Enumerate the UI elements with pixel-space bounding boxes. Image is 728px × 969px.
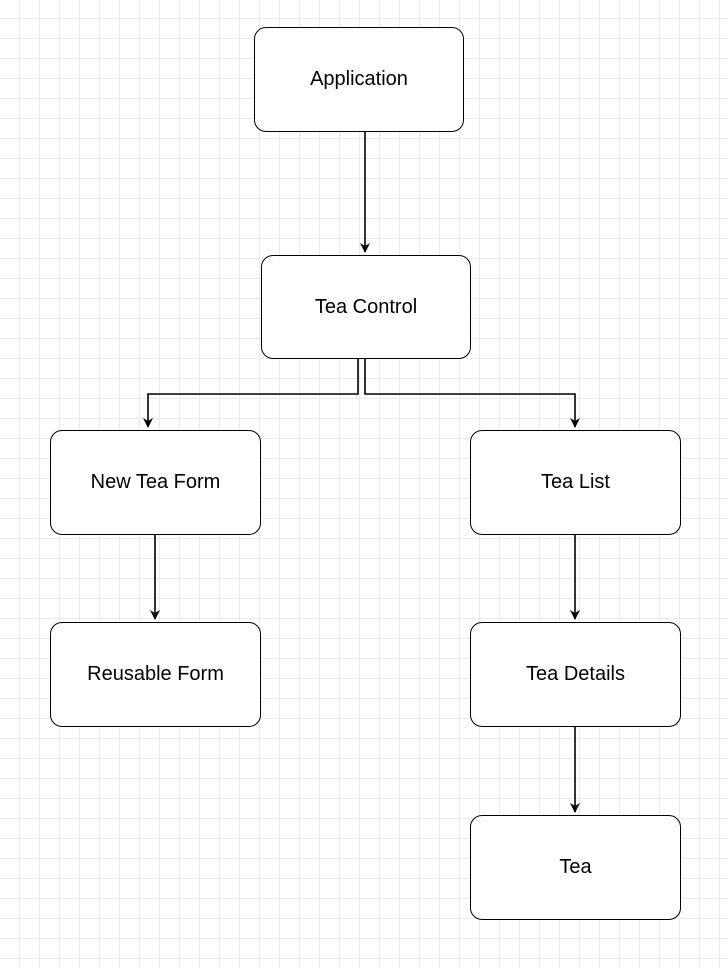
edge-tea-control-to-new-tea-form: [143, 359, 359, 428]
node-label: New Tea Form: [90, 471, 221, 493]
node-label: Tea: [559, 856, 592, 878]
node-tea-control[interactable]: Tea Control: [261, 255, 471, 359]
node-label: Reusable Form: [87, 663, 224, 685]
edge-tea-control-to-tea-list: [364, 359, 580, 428]
node-new-tea-form[interactable]: New Tea Form: [50, 430, 261, 535]
node-label: Application: [310, 68, 408, 90]
node-application[interactable]: Application: [254, 27, 464, 132]
node-tea[interactable]: Tea: [470, 815, 681, 920]
node-label: Tea Details: [526, 663, 625, 685]
node-reusable-form[interactable]: Reusable Form: [50, 622, 261, 727]
node-tea-details[interactable]: Tea Details: [470, 622, 681, 727]
node-tea-list[interactable]: Tea List: [470, 430, 681, 535]
node-label: Tea Control: [314, 295, 418, 318]
node-label: Tea List: [541, 471, 610, 493]
